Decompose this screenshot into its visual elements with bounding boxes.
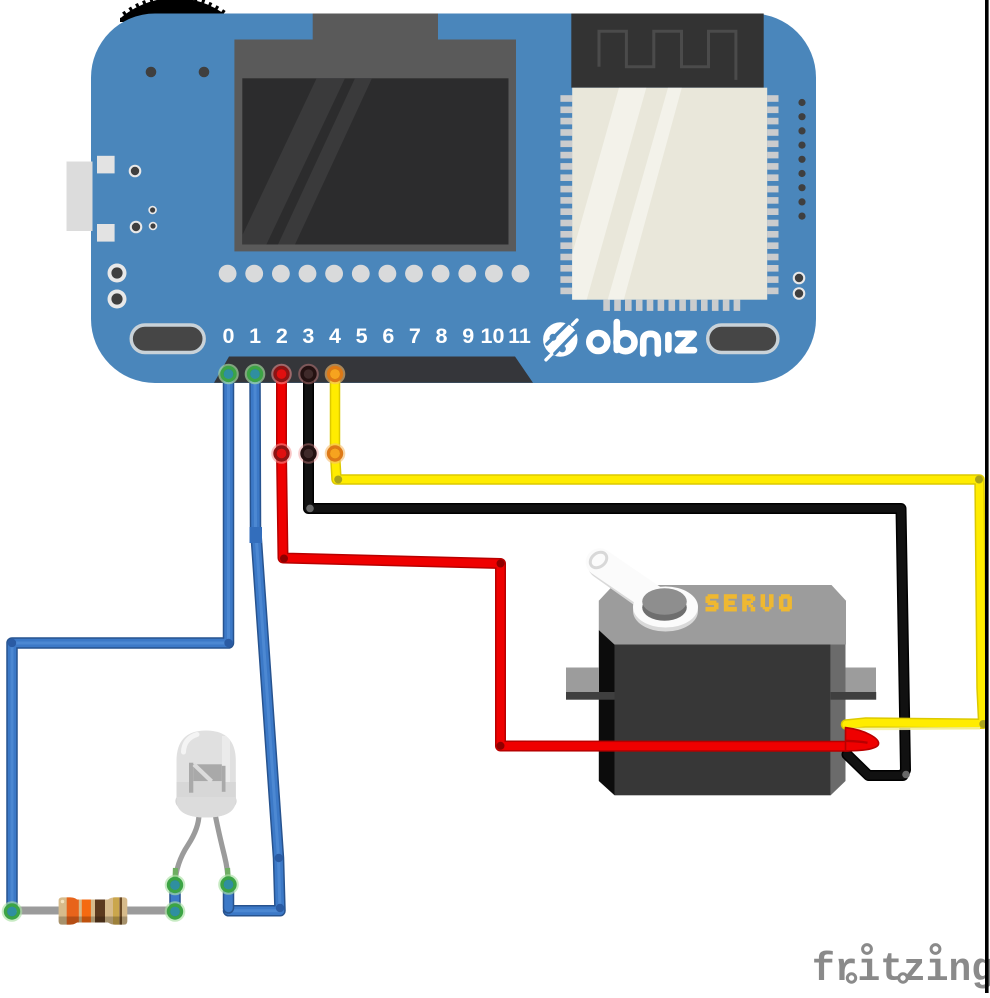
- svg-text:6: 6: [382, 324, 394, 348]
- svg-text:1: 1: [249, 324, 261, 348]
- svg-text:3: 3: [302, 324, 314, 348]
- svg-text:9: 9: [462, 324, 474, 348]
- svg-text:10: 10: [481, 324, 505, 348]
- svg-text:7: 7: [409, 324, 421, 348]
- svg-text:8: 8: [436, 324, 448, 348]
- svg-text:5: 5: [356, 324, 368, 348]
- svg-text:11: 11: [508, 324, 531, 348]
- svg-text:4: 4: [329, 324, 341, 348]
- svg-text:0: 0: [223, 324, 235, 348]
- svg-text:frıtzıng: frıtzıng: [812, 948, 990, 993]
- svg-text:2: 2: [276, 324, 288, 348]
